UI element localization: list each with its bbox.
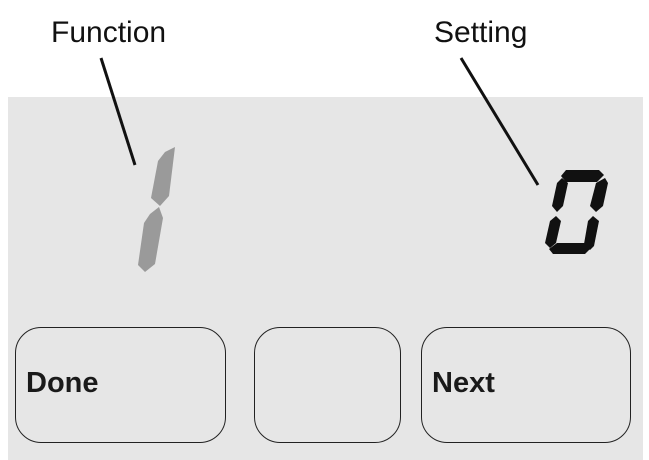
function-leader-line <box>99 57 137 166</box>
setting-digit-segment-d <box>549 243 591 254</box>
setting-digit-segment-a <box>561 170 604 182</box>
setting-digit-segment-b <box>590 178 608 212</box>
setting-digit <box>545 170 608 254</box>
function-digit <box>138 147 175 272</box>
done-button-label: Done <box>26 367 99 399</box>
setting-digit-segment-e <box>545 216 561 248</box>
function-callout-label: Function <box>51 16 167 49</box>
next-button[interactable]: Next <box>421 327 631 443</box>
done-button[interactable]: Done <box>15 327 226 443</box>
function-digit-segment-bottom <box>138 207 163 272</box>
blank-button[interactable] <box>254 327 401 443</box>
setting-digit-segment-c <box>584 216 599 250</box>
setting-digit-segment-f <box>552 178 568 212</box>
setting-leader-line <box>459 57 540 186</box>
function-digit-segment-top <box>151 147 175 206</box>
setting-callout-label: Setting <box>434 16 528 49</box>
next-button-label: Next <box>432 367 495 399</box>
